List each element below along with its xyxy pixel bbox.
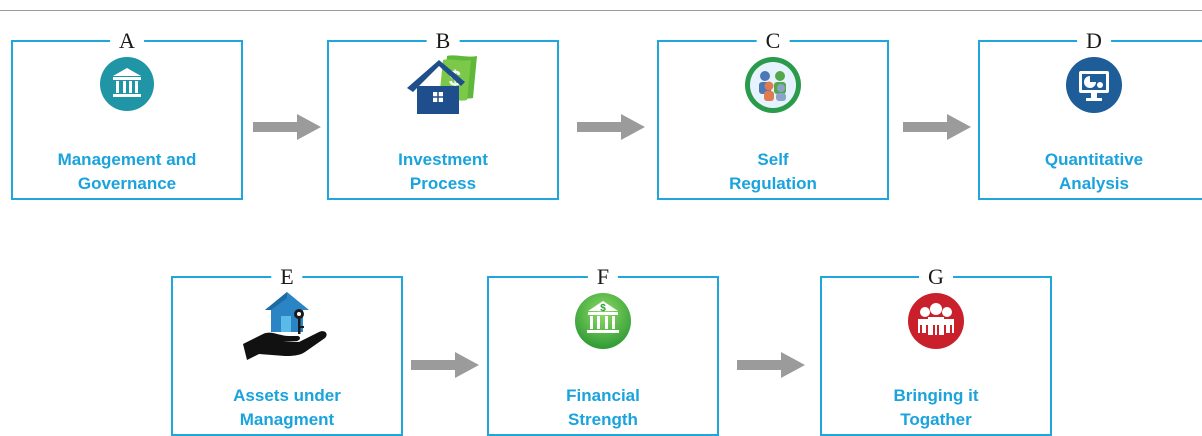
step-box-e: E Assets under Managment [171, 265, 403, 436]
people-group-icon [745, 57, 801, 113]
step-letter: F [587, 265, 619, 289]
step-label: Quantitative Analysis [980, 148, 1202, 196]
top-divider [0, 10, 1202, 11]
step-box-d: D Quantitative Analysis [978, 29, 1202, 200]
step-label-line2: Process [409, 174, 477, 193]
house-money-icon: $ [407, 55, 477, 114]
step-label-line2: Togather [900, 410, 972, 429]
step-label-line1: Bringing it [893, 386, 979, 405]
step-label-line1: Self [757, 150, 789, 169]
team-icon [908, 293, 964, 349]
step-label-line1: Management and [57, 150, 197, 169]
step-label: Self Regulation [659, 148, 887, 196]
step-box-f: F $ Financial Strength [487, 265, 719, 436]
step-letter: G [919, 265, 953, 289]
step-label-line2: Governance [77, 174, 177, 193]
step-label-line1: Assets under [233, 386, 341, 405]
step-label: Financial Strength [489, 384, 717, 432]
step-letter: A [110, 29, 144, 53]
step-label-line2: Managment [239, 410, 335, 429]
house-in-hand-icon [243, 292, 327, 360]
step-label: Management and Governance [13, 148, 241, 196]
step-label-line1: Financial [566, 386, 640, 405]
step-label-line2: Regulation [729, 174, 817, 193]
step-box-a: A Management and Governance [11, 29, 243, 200]
arrow-right-icon [253, 114, 321, 140]
step-box-b: B $ Investment Process [327, 29, 559, 200]
step-label-line2: Analysis [1059, 174, 1129, 193]
step-box-g: G Bringing it Togather [820, 265, 1052, 436]
step-box-c: C Self Regulation [657, 29, 889, 200]
step-label: Bringing it Togather [822, 384, 1050, 432]
step-letter: B [426, 29, 460, 53]
step-label: Assets under Managment [173, 384, 401, 432]
arrow-right-icon [903, 114, 971, 140]
bank-icon [100, 57, 154, 111]
step-label: Investment Process [329, 148, 557, 196]
monitor-chart-icon [1066, 57, 1122, 113]
step-letter: E [271, 265, 303, 289]
svg-text:$: $ [600, 303, 606, 314]
step-letter: C [756, 29, 790, 53]
step-label-line1: Investment [398, 150, 488, 169]
step-label-line2: Strength [568, 410, 638, 429]
arrow-right-icon [737, 352, 805, 378]
bank-dollar-icon: $ [575, 293, 631, 349]
step-label-line1: Quantitative [1044, 150, 1144, 169]
arrow-right-icon [577, 114, 645, 140]
arrow-right-icon [411, 352, 479, 378]
step-letter: D [1077, 29, 1111, 53]
